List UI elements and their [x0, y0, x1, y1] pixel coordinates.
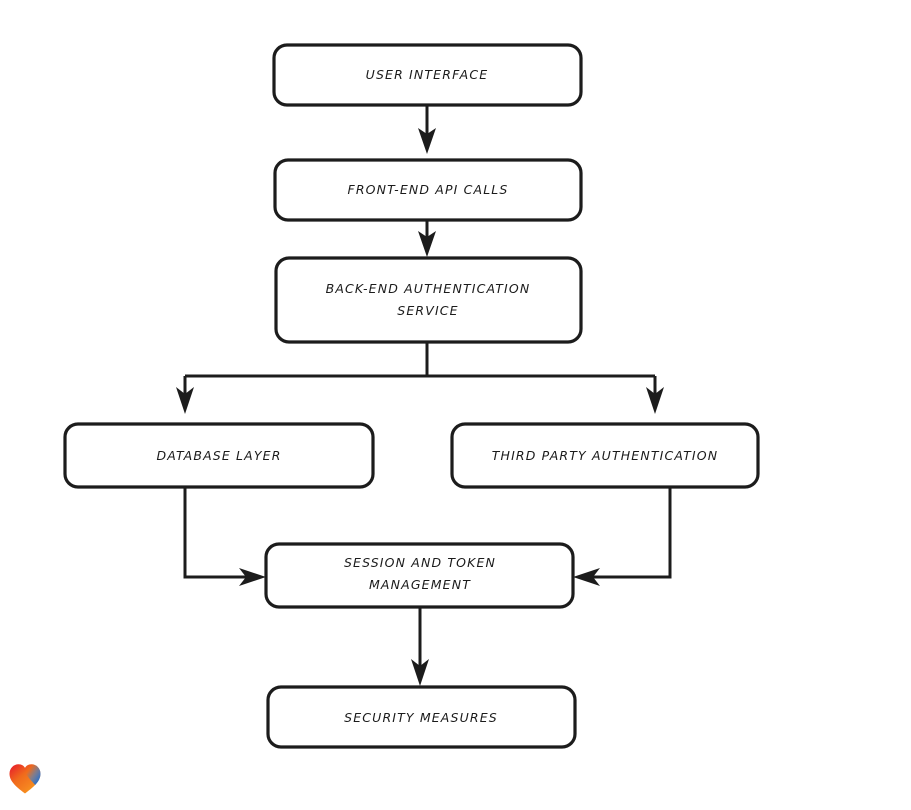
node-front-end-api-calls-label: FRONT-END API CALLS — [347, 182, 508, 197]
edge-split-to-third-party-auth — [646, 376, 664, 414]
node-user-interface-label: USER INTERFACE — [366, 67, 489, 82]
node-security-measures[interactable]: SECURITY MEASURES — [266, 685, 577, 749]
edge-user-interface-to-front-end-api-calls — [418, 105, 436, 154]
node-user-interface-shape[interactable] — [272, 43, 583, 107]
edge-session-token-mgmt-to-security-measures — [411, 607, 429, 686]
node-security-measures-shape[interactable] — [266, 685, 577, 749]
node-database-layer-label: DATABASE LAYER — [156, 448, 281, 463]
node-session-token-mgmt-label-line2: MANAGEMENT — [369, 577, 471, 592]
edge-database-layer-to-session-token-mgmt — [183, 487, 266, 586]
node-third-party-auth-shape[interactable] — [450, 422, 760, 489]
node-security-measures-label: SECURITY MEASURES — [344, 710, 498, 725]
node-user-interface[interactable]: USER INTERFACE — [272, 43, 583, 107]
node-database-layer-shape[interactable] — [63, 422, 375, 489]
heart-icon-svg — [9, 764, 41, 794]
edge-back-end-auth-service-split-bar — [185, 342, 655, 378]
node-back-end-auth-service[interactable]: BACK-END AUTHENTICATION SERVICE — [274, 256, 583, 344]
heart-icon — [8, 762, 42, 795]
node-third-party-auth[interactable]: THIRD PARTY AUTHENTICATION — [450, 422, 760, 489]
node-database-layer[interactable]: DATABASE LAYER — [63, 422, 375, 489]
edge-front-end-api-calls-to-back-end-auth-service — [418, 220, 436, 257]
node-session-token-mgmt-label-line1: SESSION AND TOKEN — [344, 555, 496, 570]
node-front-end-api-calls[interactable]: FRONT-END API CALLS — [273, 158, 583, 222]
node-back-end-auth-service-label-line2: SERVICE — [397, 303, 458, 318]
node-back-end-auth-service-label-line1: BACK-END AUTHENTICATION — [326, 281, 531, 296]
node-third-party-auth-label: THIRD PARTY AUTHENTICATION — [492, 448, 719, 463]
edge-split-to-database-layer — [176, 376, 194, 414]
edge-third-party-auth-to-session-token-mgmt — [573, 487, 672, 586]
node-back-end-auth-service-shape[interactable] — [274, 256, 583, 344]
node-front-end-api-calls-shape[interactable] — [273, 158, 583, 222]
node-session-token-mgmt-shape[interactable] — [264, 542, 575, 609]
node-session-token-mgmt[interactable]: SESSION AND TOKEN MANAGEMENT — [264, 542, 575, 609]
